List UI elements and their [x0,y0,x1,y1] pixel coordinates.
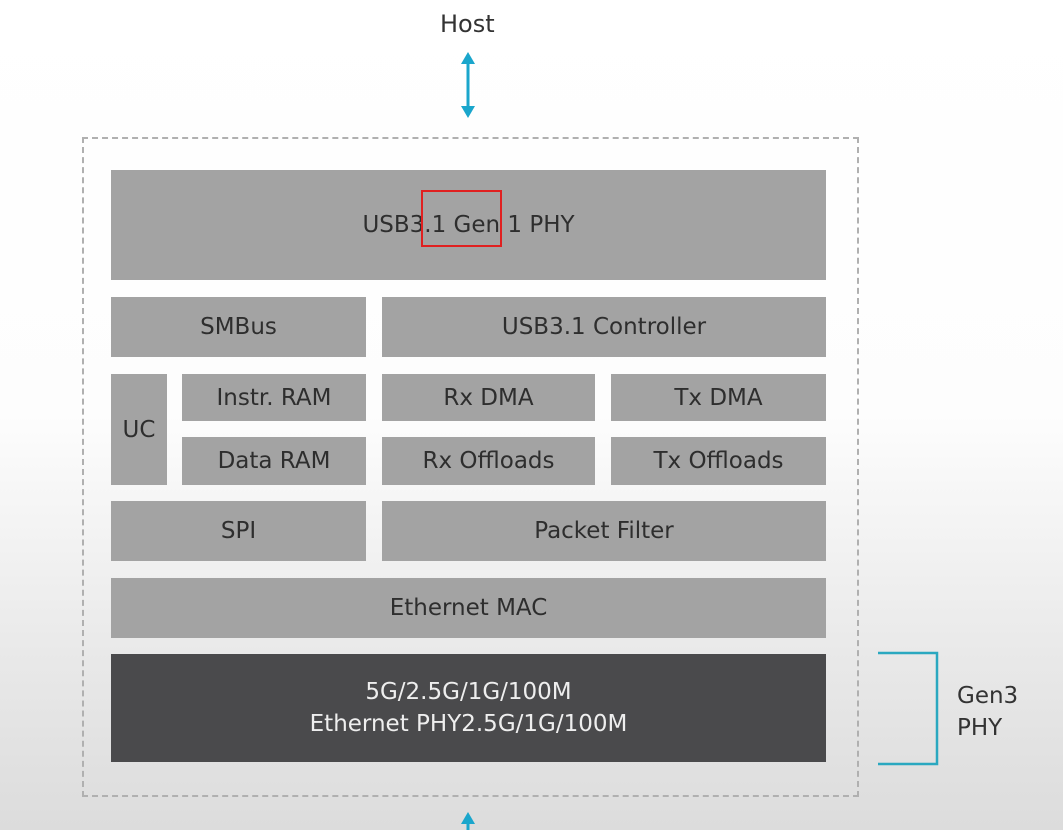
bracket-icon [878,651,939,766]
host-label: Host [440,10,495,38]
gen3-phy-label: Gen3 PHY [957,680,1018,744]
bracket-label-line2: PHY [957,715,1003,741]
data-ram-block: Data RAM [182,437,366,485]
ethernet-phy-line2: Ethernet PHY2.5G/1G/100M [309,711,628,737]
usb-phy-label: USB3.1 Gen 1 PHY [362,212,575,238]
tx-offloads-block: Tx Offloads [611,437,826,485]
rx-offloads-block: Rx Offloads [382,437,595,485]
smbus-block: SMBus [111,297,366,357]
usb-phy-block: USB3.1 Gen 1 PHY [111,170,826,280]
ethernet-phy-block: 5G/2.5G/1G/100M Ethernet PHY2.5G/1G/100M [111,654,826,762]
chip-boundary [82,137,859,797]
packet-filter-block: Packet Filter [382,501,826,561]
ethernet-mac-block: Ethernet MAC [111,578,826,638]
instr-ram-block: Instr. RAM [182,374,366,421]
uc-block: UC [111,374,167,485]
ethernet-phy-line1: 5G/2.5G/1G/100M [365,679,572,705]
bidirectional-arrow-icon [461,52,475,118]
rx-dma-block: Rx DMA [382,374,595,421]
usb-controller-block: USB3.1 Controller [382,297,826,357]
highlight-box [421,190,502,247]
spi-block: SPI [111,501,366,561]
bottom-arrow-icon [461,812,475,830]
bracket-label-line1: Gen3 [957,683,1019,709]
tx-dma-block: Tx DMA [611,374,826,421]
